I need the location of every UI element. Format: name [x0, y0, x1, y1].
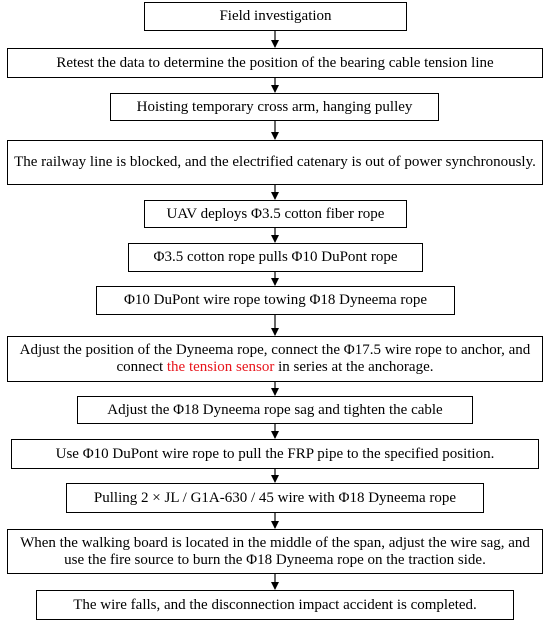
- step-pull-frp-pipe: Use Φ10 DuPont wire rope to pull the FRP…: [11, 439, 539, 469]
- step-pulling-wire: Pulling 2 × JL / G1A-630 / 45 wire with …: [66, 483, 484, 513]
- step-cotton-rope-pulls: Φ3.5 cotton rope pulls Φ10 DuPont rope: [128, 243, 423, 272]
- step-2-text: Retest the data to determine the positio…: [56, 54, 494, 71]
- step-hoisting-cross-arm: Hoisting temporary cross arm, hanging pu…: [110, 93, 439, 121]
- step-8-text-after: in series at the anchorage.: [274, 359, 434, 375]
- step-8-text: Adjust the position of the Dyneema rope,…: [12, 342, 538, 376]
- step-7-text: Φ10 DuPont wire rope towing Φ18 Dyneema …: [123, 292, 428, 308]
- step-retest-data: Retest the data to determine the positio…: [7, 48, 543, 78]
- step-4-text: The railway line is blocked, and the ele…: [14, 154, 536, 170]
- step-9-text: Adjust the Φ18 Dyneema rope sag and tigh…: [107, 401, 443, 418]
- step-adjust-dyneema-position: Adjust the position of the Dyneema rope,…: [7, 336, 543, 382]
- step-wire-falls: The wire falls, and the disconnection im…: [36, 590, 514, 620]
- step-field-investigation: Field investigation: [144, 2, 407, 31]
- step-3-text: Hoisting temporary cross arm, hanging pu…: [136, 98, 413, 115]
- step-12-text: When the walking board is located in the…: [20, 534, 530, 568]
- tension-sensor-highlight: the tension sensor: [166, 359, 275, 375]
- step-1-text: Field investigation: [219, 8, 332, 24]
- step-adjust-sag-tighten: Adjust the Φ18 Dyneema rope sag and tigh…: [77, 396, 473, 424]
- step-railway-blocked: The railway line is blocked, and the ele…: [7, 140, 543, 185]
- step-walking-board-burn-rope: When the walking board is located in the…: [7, 529, 543, 574]
- step-11-text: Pulling 2 × JL / G1A-630 / 45 wire with …: [93, 489, 457, 506]
- step-8-text-before: Adjust the position of the Dyneema rope,…: [19, 342, 531, 375]
- step-uav-deploys-rope: UAV deploys Φ3.5 cotton fiber rope: [144, 200, 407, 228]
- step-6-text: Φ3.5 cotton rope pulls Φ10 DuPont rope: [153, 249, 398, 265]
- step-10-text: Use Φ10 DuPont wire rope to pull the FRP…: [55, 445, 495, 462]
- step-dupont-towing-dyneema: Φ10 DuPont wire rope towing Φ18 Dyneema …: [96, 286, 455, 315]
- step-13-text: The wire falls, and the disconnection im…: [73, 596, 477, 613]
- step-5-text: UAV deploys Φ3.5 cotton fiber rope: [166, 205, 385, 222]
